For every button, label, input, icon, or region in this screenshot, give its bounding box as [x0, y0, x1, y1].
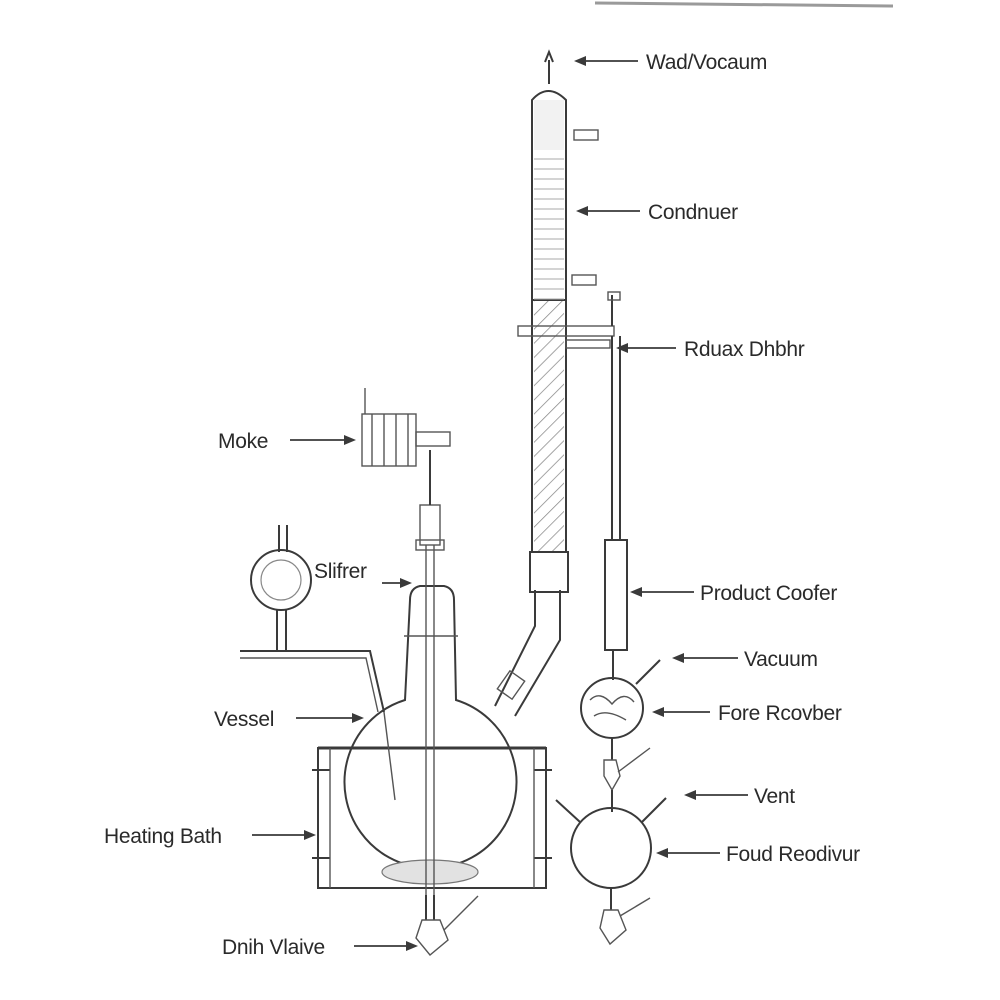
label-product-cooler: Product Coofer	[700, 582, 837, 605]
stirrer-gauge	[240, 525, 385, 713]
label-fore-receiver: Fore Rcovber	[718, 702, 842, 725]
dip-tube	[383, 711, 396, 801]
label-condenser: Condnuer	[648, 201, 738, 224]
label-stirrer: Slifrer	[314, 560, 367, 583]
label-top-outlet: Wad/Vocaum	[646, 51, 767, 74]
callout-arrows	[252, 56, 748, 951]
stirrer-shaft	[415, 450, 445, 895]
label-reflux-divider: Rduax Dhbhr	[684, 338, 805, 361]
reflux-divider	[517, 291, 621, 349]
label-vessel: Vessel	[214, 708, 274, 731]
label-heating-bath: Heating Bath	[104, 825, 222, 848]
label-drain-valve: Dnih Vlaive	[222, 936, 325, 959]
side-arm	[494, 590, 561, 717]
drain-valve	[415, 895, 479, 956]
connecting-valve	[603, 747, 651, 812]
fore-receiver-flask	[580, 659, 661, 760]
packed-column	[529, 299, 569, 593]
product-cooler	[604, 336, 628, 680]
vessel-flask	[343, 585, 518, 885]
label-final-receiver: Foud Reodivur	[726, 843, 860, 866]
motor	[361, 388, 451, 467]
label-vent: Vent	[754, 785, 795, 808]
frame-edge-line	[594, 1, 894, 8]
label-motor: Moke	[218, 430, 268, 453]
condenser-column	[531, 49, 599, 301]
heating-bath	[312, 746, 552, 889]
final-receiver-flask	[555, 797, 667, 946]
label-vacuum: Vacuum	[744, 648, 818, 671]
